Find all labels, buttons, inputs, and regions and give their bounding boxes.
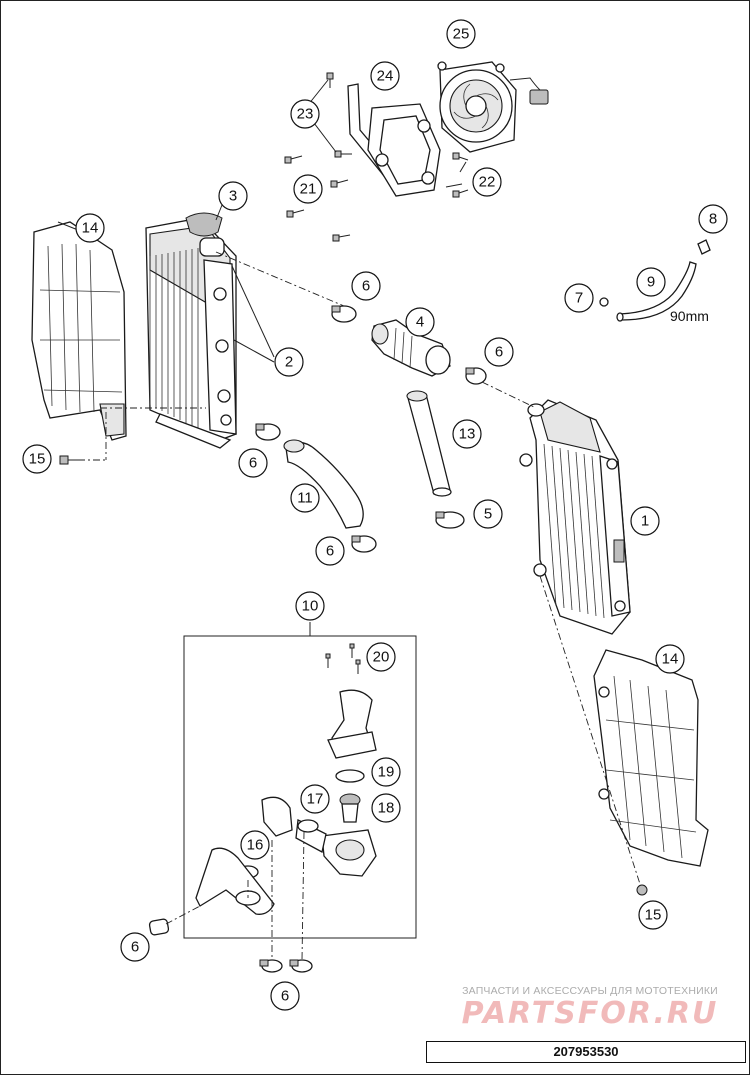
svg-text:7: 7 (575, 290, 583, 307)
svg-text:23: 23 (297, 106, 314, 123)
callout-21: 21 (293, 174, 323, 204)
svg-text:4: 4 (416, 314, 424, 331)
hose-clamps (255, 305, 487, 553)
callout-18: 18 (371, 793, 401, 823)
radiator-shroud-right (593, 649, 709, 867)
svg-text:13: 13 (459, 426, 476, 443)
svg-text:20: 20 (373, 649, 390, 666)
callout-6-c: 6 (238, 448, 268, 478)
callout-8: 8 (698, 204, 728, 234)
svg-text:6: 6 (281, 988, 289, 1005)
callout-23: 23 (290, 99, 320, 129)
hose-length-note: 90mm (670, 308, 709, 324)
radiator-left (145, 212, 237, 449)
callout-6-e: 6 (120, 932, 150, 962)
svg-text:5: 5 (484, 506, 492, 523)
cooling-fan (437, 61, 549, 153)
breather-hose-9 (599, 239, 711, 322)
svg-text:24: 24 (377, 68, 394, 85)
svg-text:1: 1 (641, 513, 649, 530)
callout-2: 2 (274, 347, 304, 377)
callout-9: 9 (636, 267, 666, 297)
radiator-shroud-left (31, 221, 127, 441)
svg-text:8: 8 (709, 211, 717, 228)
kit-hose-clamps (259, 959, 313, 973)
svg-text:17: 17 (307, 791, 324, 808)
callout-10: 10 (295, 591, 325, 621)
leader-lines (57, 79, 641, 961)
svg-text:6: 6 (249, 455, 257, 472)
callout-4: 4 (405, 307, 435, 337)
svg-text:6: 6 (131, 939, 139, 956)
fan-shroud-bracket (347, 83, 441, 197)
fan-screws (284, 72, 469, 242)
svg-text:6: 6 (326, 543, 334, 560)
svg-text:14: 14 (82, 220, 99, 237)
callout-20: 20 (366, 642, 396, 672)
svg-text:15: 15 (645, 907, 662, 924)
callout-19: 19 (371, 757, 401, 787)
svg-text:19: 19 (378, 764, 395, 781)
svg-text:6: 6 (362, 278, 370, 295)
callout-11: 11 (290, 483, 320, 513)
svg-text:16: 16 (247, 837, 264, 854)
callout-16: 16 (240, 830, 270, 860)
callout-14-right: 14 (655, 644, 685, 674)
callout-6-f: 6 (270, 981, 300, 1011)
svg-text:21: 21 (300, 181, 317, 198)
svg-text:15: 15 (29, 451, 46, 468)
callout-17: 17 (300, 784, 330, 814)
document-number: 207953530 (426, 1041, 746, 1063)
svg-text:11: 11 (297, 490, 313, 507)
thermostat-kit-box (148, 635, 417, 939)
callout-15-right: 15 (638, 900, 668, 930)
svg-text:18: 18 (378, 800, 395, 817)
callout-25: 25 (446, 19, 476, 49)
svg-text:6: 6 (495, 344, 503, 361)
hose-11 (283, 439, 364, 529)
callout-15-left: 15 (22, 444, 52, 474)
svg-text:3: 3 (229, 188, 237, 205)
svg-text:10: 10 (302, 598, 319, 615)
svg-text:2: 2 (285, 354, 293, 371)
callout-14-left: 14 (75, 213, 105, 243)
svg-text:22: 22 (479, 174, 496, 191)
svg-text:14: 14 (662, 651, 679, 668)
callout-3: 3 (218, 181, 248, 211)
radiator-right (519, 399, 631, 635)
svg-text:9: 9 (647, 274, 655, 291)
callout-22: 22 (472, 167, 502, 197)
callout-7: 7 (564, 283, 594, 313)
hose-13 (406, 390, 452, 497)
svg-text:25: 25 (453, 26, 470, 43)
callout-6-b: 6 (484, 337, 514, 367)
callout-5: 5 (473, 499, 503, 529)
hose-connector-4 (371, 319, 451, 377)
callout-24: 24 (370, 61, 400, 91)
callout-6-d: 6 (315, 536, 345, 566)
callout-13: 13 (452, 419, 482, 449)
callout-6-a: 6 (351, 271, 381, 301)
callout-1: 1 (630, 506, 660, 536)
